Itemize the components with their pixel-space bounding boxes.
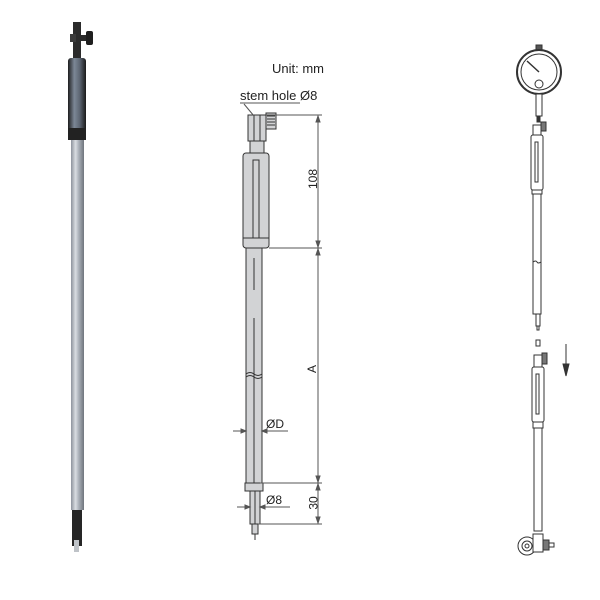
assembly-icon — [516, 44, 570, 556]
extension-rod-photo-icon — [68, 22, 93, 552]
stem-hole-label: stem hole Ø8 — [240, 88, 318, 103]
unit-label: Unit: mm — [272, 61, 324, 76]
dimension-a: A — [305, 364, 320, 374]
dimension-30: 30 — [306, 496, 321, 510]
product-photo — [0, 0, 160, 600]
dimension-drawing: Unit: mm stem hole Ø8 108 A 30 ØD Ø8 — [160, 0, 380, 600]
dimension-108: 108 — [306, 168, 321, 190]
assembly-diagram — [480, 0, 600, 600]
diameter-8-label: Ø8 — [266, 493, 283, 507]
rod-drawing-icon — [233, 102, 322, 540]
diameter-d-label: ØD — [266, 417, 284, 431]
